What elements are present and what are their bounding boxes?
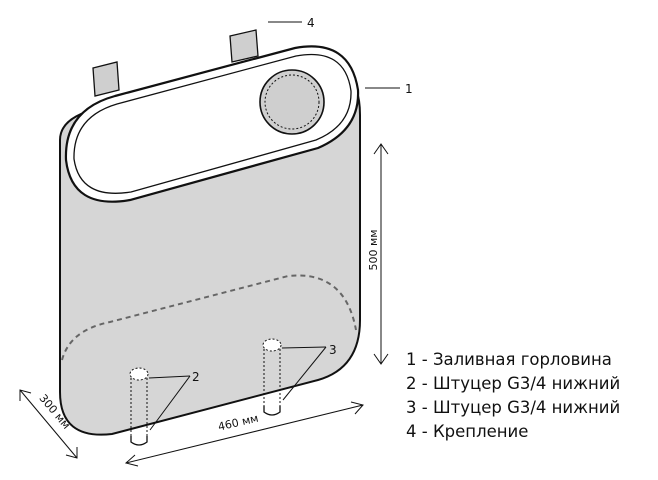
height-dimension-label: 500 мм [367, 229, 380, 270]
callout-leader-3 [281, 346, 327, 401]
callout-3: 3 [329, 343, 337, 357]
width-dimension-arrow [124, 401, 364, 467]
outlet-right [262, 338, 282, 416]
depth-dimension-arrow [19, 389, 78, 459]
outlet-left [129, 367, 149, 446]
legend-item: 2 - Штуцер G3/4 нижний [406, 374, 621, 393]
callout-1: 1 [405, 82, 413, 96]
filler-neck [259, 69, 325, 135]
mount-bracket-left [92, 61, 120, 97]
callout-4: 4 [307, 16, 315, 30]
legend: 1 - Заливная горловина 2 - Штуцер G3/4 н… [406, 348, 620, 444]
width-dimension-label: 460 мм [217, 412, 260, 434]
callout-2: 2 [192, 370, 200, 384]
legend-item: 3 - Штуцер G3/4 нижний [406, 398, 621, 417]
tank-top-inner [73, 53, 352, 194]
mount-bracket-right [229, 29, 259, 63]
callout-leader-2 [148, 375, 191, 431]
hidden-level-line [61, 274, 357, 361]
legend-item: 1 - Заливная горловина [406, 350, 612, 369]
legend-item: 4 - Крепление [406, 422, 529, 441]
filler-neck-rim [264, 74, 320, 130]
height-dimension-arrow [373, 143, 389, 365]
